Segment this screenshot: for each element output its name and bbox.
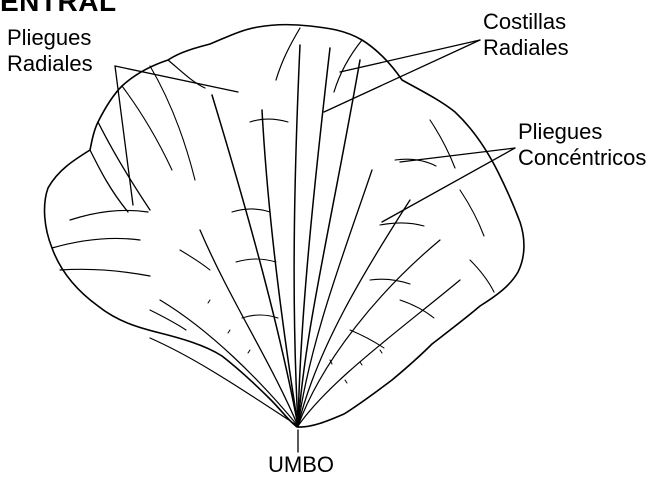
label-line: Radiales bbox=[483, 35, 569, 61]
radial-rib bbox=[294, 45, 300, 426]
radial-rib bbox=[298, 48, 330, 426]
radial-rib bbox=[262, 110, 298, 426]
radial-rib bbox=[298, 60, 360, 426]
radial-rib bbox=[150, 338, 298, 426]
label-line: Pliegues bbox=[518, 119, 646, 145]
leader-lines bbox=[115, 40, 515, 452]
label-pliegues-radiales: Pliegues Radiales bbox=[7, 25, 93, 77]
label-line: Costillas bbox=[483, 9, 569, 35]
label-line: Radiales bbox=[7, 51, 93, 77]
label-line: Concéntricos bbox=[518, 145, 646, 171]
radial-rib bbox=[298, 200, 410, 426]
label-umbo: UMBO bbox=[268, 452, 334, 478]
label-pliegues-concentricos: Pliegues Concéntricos bbox=[518, 119, 646, 171]
radial-rib bbox=[298, 280, 460, 426]
label-costillas-radiales: Costillas Radiales bbox=[483, 9, 569, 61]
shell-outline bbox=[45, 25, 524, 427]
radial-rib bbox=[212, 95, 298, 426]
radial-rib bbox=[298, 240, 440, 426]
label-line: Pliegues bbox=[7, 25, 93, 51]
